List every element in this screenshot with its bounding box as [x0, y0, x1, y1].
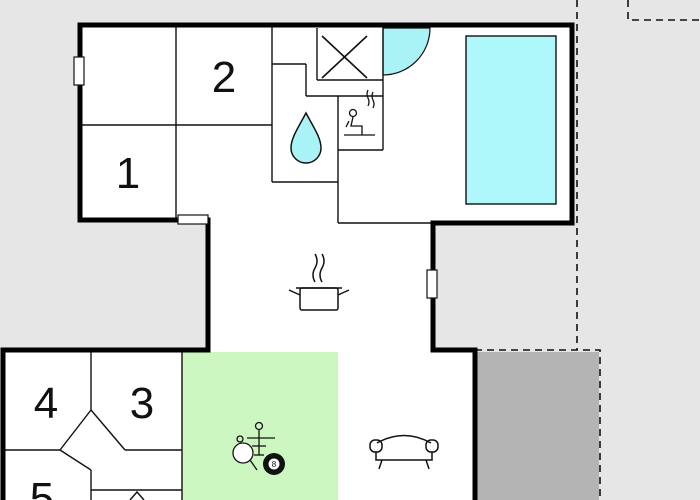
table-football-icon	[247, 421, 275, 456]
plot-boundary-top-right	[627, 0, 700, 21]
water-drop-icon	[290, 111, 322, 164]
window	[177, 214, 209, 225]
game-room-floor	[182, 352, 338, 500]
door-swing	[382, 27, 431, 76]
room-number-2: 2	[212, 53, 236, 102]
room-number-4: 4	[34, 379, 58, 428]
pool	[465, 35, 557, 205]
carport-boundary	[475, 349, 601, 500]
billiard-ball-icon: 8	[263, 453, 285, 475]
room-number-1: 1	[116, 149, 140, 198]
stair-mark	[129, 490, 145, 500]
table-tennis-icon	[232, 435, 258, 471]
house-floor	[3, 25, 572, 500]
room-number-5: 5	[30, 474, 54, 500]
room-number-3: 3	[130, 379, 154, 428]
outer-wall-upper	[77, 22, 575, 500]
sauna-icon	[344, 89, 375, 136]
wall	[59, 409, 92, 451]
x-mark-icon	[321, 35, 368, 79]
wall	[59, 449, 92, 471]
sofa-icon	[369, 434, 439, 470]
window	[426, 269, 438, 299]
window	[73, 56, 85, 86]
carport-area	[477, 352, 599, 500]
billiard-ball-number: 8	[272, 460, 277, 469]
cooking-pot-icon	[288, 253, 350, 311]
outer-wall-lower	[0, 347, 211, 500]
wall	[90, 409, 126, 451]
